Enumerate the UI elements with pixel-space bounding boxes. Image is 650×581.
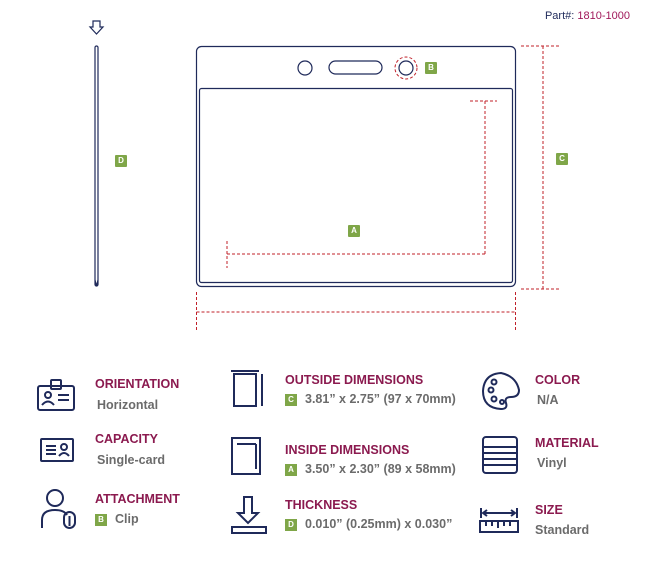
spec-outside-dimensions-title: OUTSIDE DIMENSIONS bbox=[285, 373, 424, 387]
callout-c: C bbox=[556, 153, 568, 165]
ruler-icon bbox=[479, 508, 519, 533]
spec-inside-dimensions-title: INSIDE DIMENSIONS bbox=[285, 443, 410, 457]
spec-material-title: MATERIAL bbox=[535, 436, 599, 450]
dimension-lines bbox=[196, 45, 560, 331]
slot-hole bbox=[328, 60, 383, 75]
badge-holder-drawing bbox=[88, 20, 560, 331]
spec-capacity-title: CAPACITY bbox=[95, 432, 158, 446]
spec-material-value: Vinyl bbox=[537, 456, 567, 470]
spec-attachment-text: Clip bbox=[115, 512, 139, 526]
spec-size-title: SIZE bbox=[535, 503, 563, 517]
person-clip-icon bbox=[41, 489, 76, 529]
spec-orientation-title: ORIENTATION bbox=[95, 377, 180, 391]
front-view bbox=[195, 45, 517, 288]
side-view bbox=[88, 20, 105, 287]
outside-dimensions-icon bbox=[231, 370, 263, 407]
spec-outside-dimensions-tag: C bbox=[285, 394, 297, 406]
material-roll-icon bbox=[482, 436, 518, 474]
spec-attachment-title: ATTACHMENT bbox=[95, 492, 180, 506]
spec-size-value: Standard bbox=[535, 523, 590, 537]
spec-thickness-text: 0.010” (0.25mm) x 0.030” bbox=[305, 517, 453, 531]
spec-outside-dimensions-text: 3.81” x 2.75” (97 x 70mm) bbox=[305, 392, 456, 406]
spec-outside-dimensions-value: C 3.81” x 2.75” (97 x 70mm) bbox=[285, 392, 456, 406]
clip-hole-highlight bbox=[394, 56, 418, 80]
spec-thickness-title: THICKNESS bbox=[285, 498, 358, 512]
spec-color-value: N/A bbox=[537, 393, 559, 407]
spec-inside-dimensions-value: A 3.50” x 2.30” (89 x 58mm) bbox=[285, 462, 456, 476]
inner-pocket bbox=[198, 87, 514, 284]
outer-holder bbox=[195, 45, 517, 288]
thickness-icon bbox=[231, 496, 267, 534]
spec-thickness-value: D 0.010” (0.25mm) x 0.030” bbox=[285, 517, 452, 531]
hole-right bbox=[398, 60, 414, 76]
side-profile bbox=[94, 45, 99, 287]
spec-color-title: COLOR bbox=[535, 373, 581, 387]
hole-left bbox=[297, 60, 313, 76]
callout-d: D bbox=[115, 155, 127, 167]
card-icon bbox=[40, 438, 74, 462]
spec-attachment-value: B Clip bbox=[95, 512, 139, 526]
down-arrow-icon bbox=[88, 20, 105, 35]
id-card-icon bbox=[37, 379, 75, 411]
part-number-label: Part#: bbox=[544, 10, 575, 22]
spec-inside-dimensions-text: 3.50” x 2.30” (89 x 58mm) bbox=[305, 462, 456, 476]
palette-icon bbox=[481, 371, 521, 411]
spec-attachment-tag: B bbox=[95, 514, 107, 526]
spec-capacity-value: Single-card bbox=[97, 453, 166, 467]
part-number: Part#: 1810-1000 bbox=[545, 10, 630, 22]
spec-thickness-tag: D bbox=[285, 519, 297, 531]
spec-inside-dimensions-tag: A bbox=[285, 464, 297, 476]
part-number-value: 1810-1000 bbox=[577, 10, 630, 22]
inside-dimensions-icon bbox=[231, 437, 261, 475]
spec-orientation-value: Horizontal bbox=[97, 398, 159, 412]
callout-b: B bbox=[425, 62, 437, 74]
callout-a: A bbox=[348, 225, 360, 237]
